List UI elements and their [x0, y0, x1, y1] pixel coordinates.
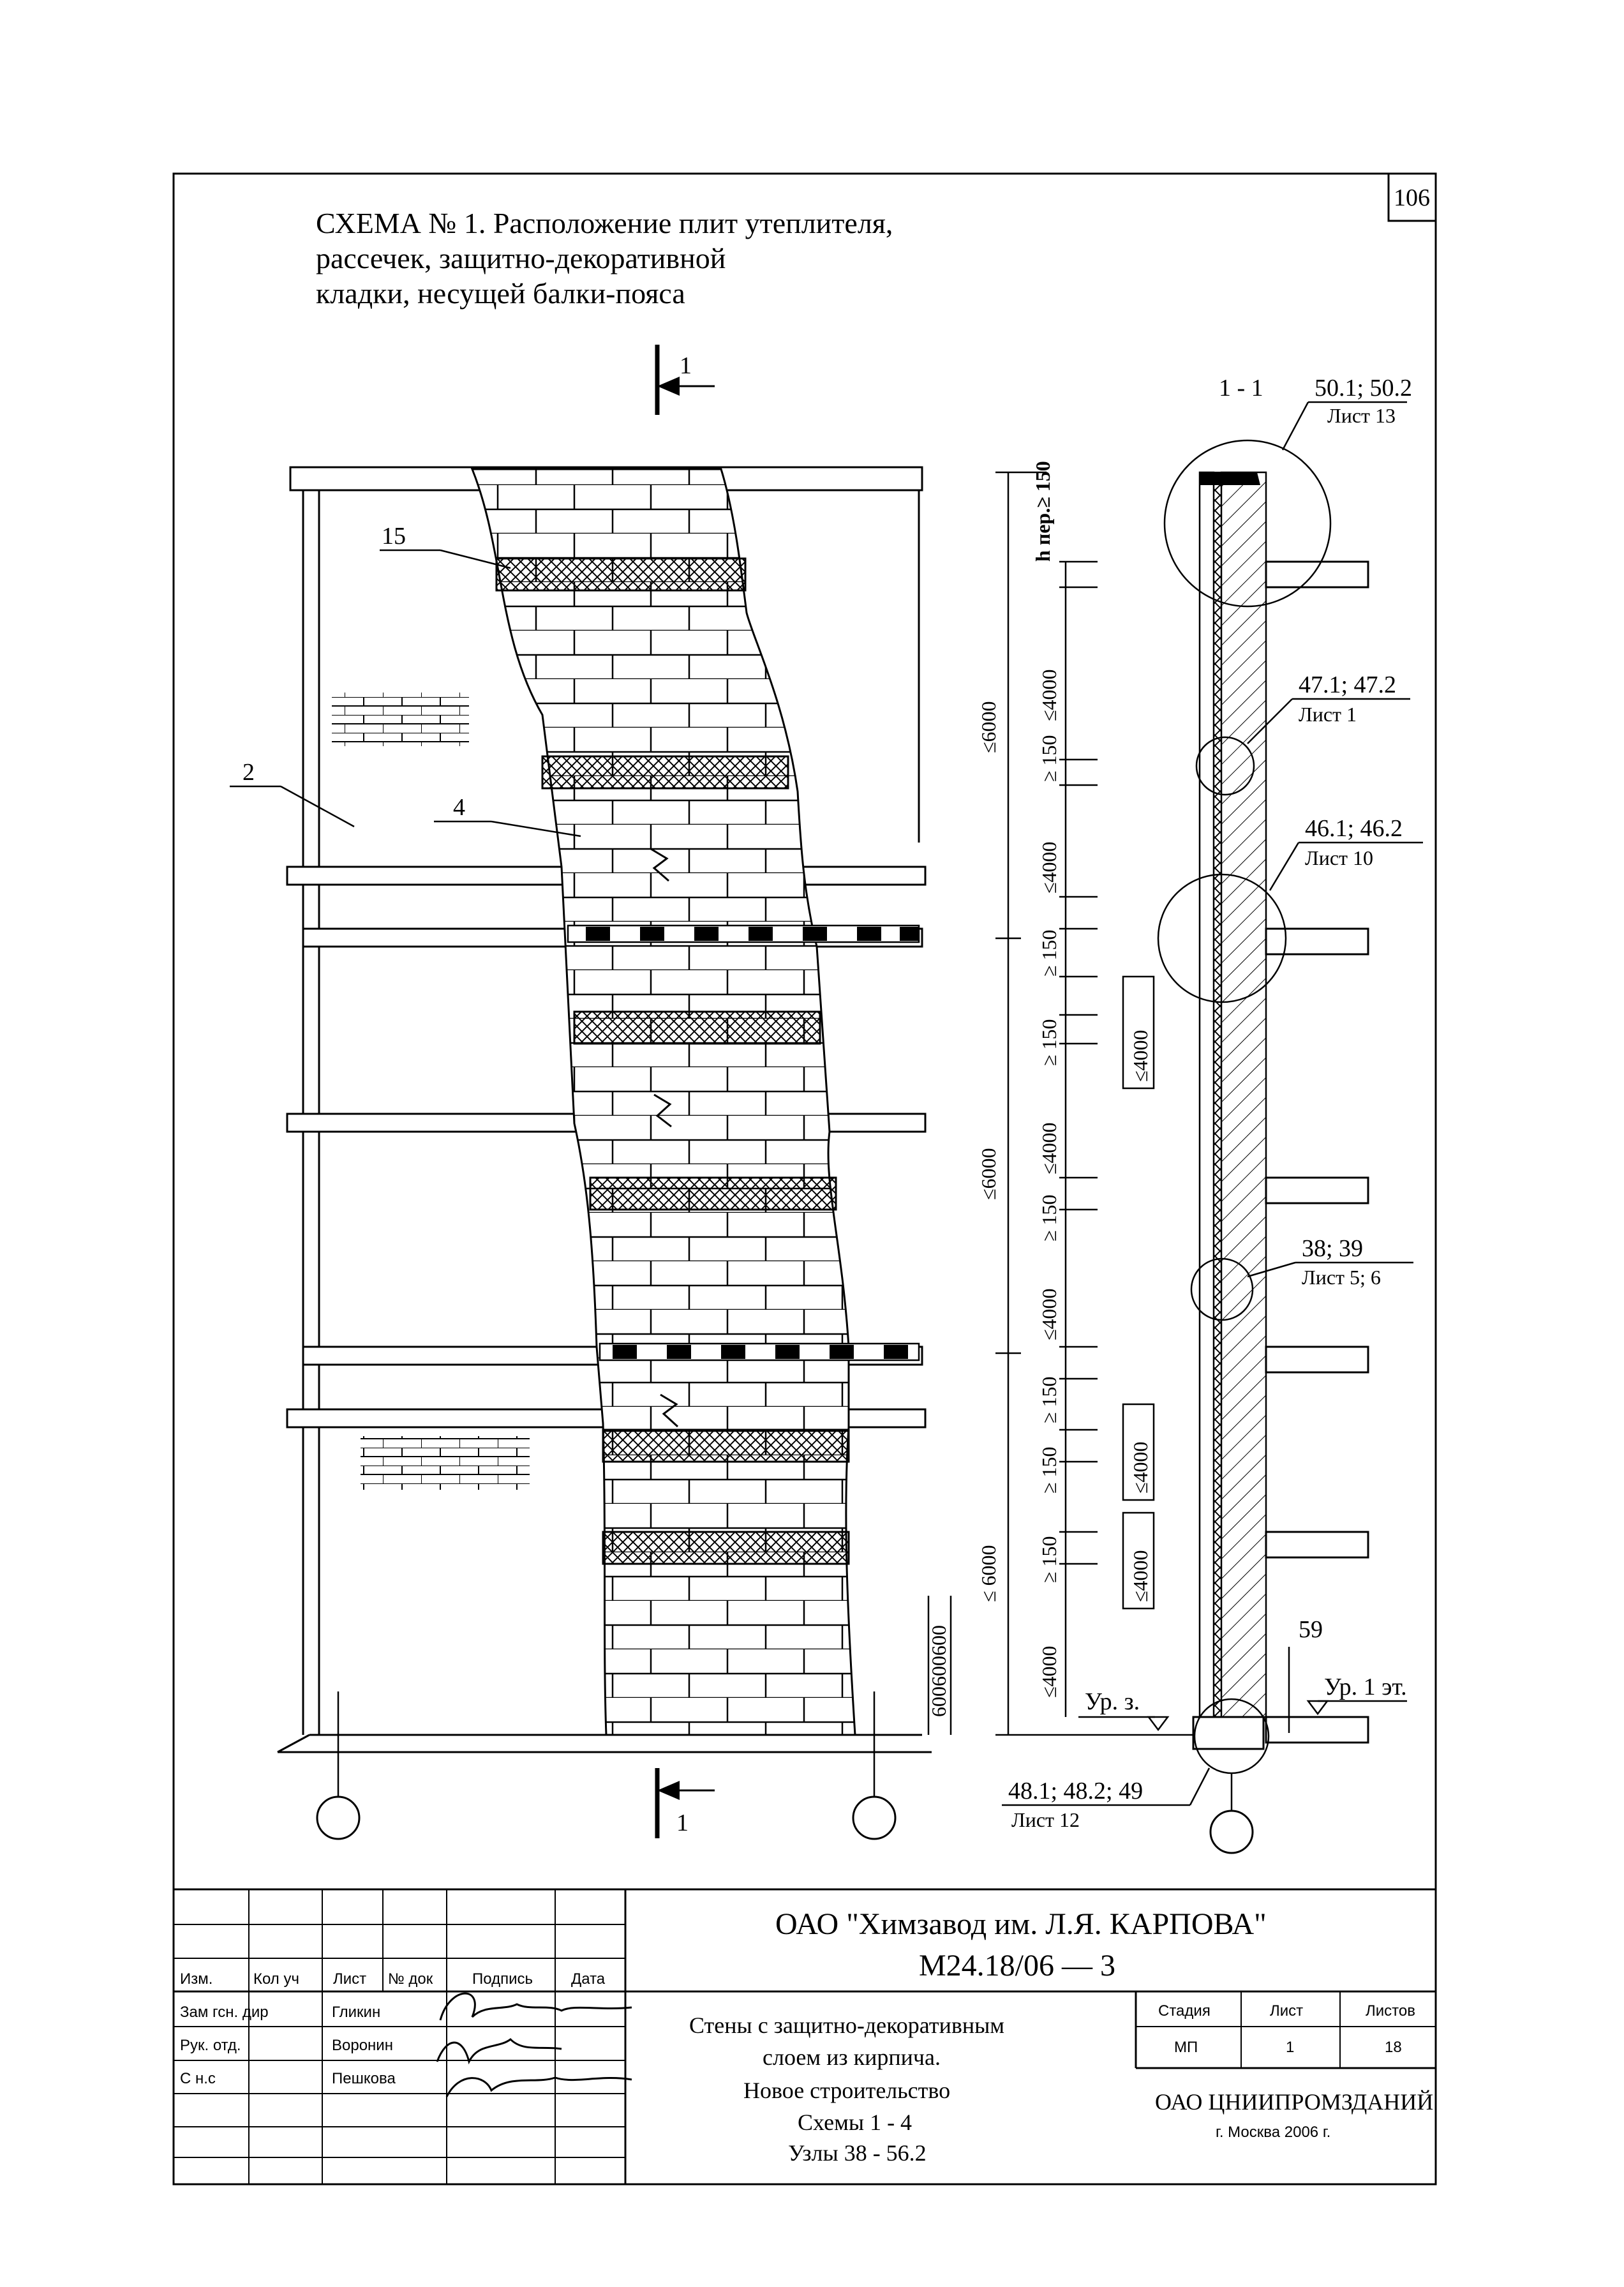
dim-4000-box-2: ≤4000 — [1129, 1441, 1152, 1494]
node-ref-2: 47.1; 47.2 — [1299, 671, 1396, 698]
dim-4000-5: ≤4000 — [1038, 1646, 1061, 1698]
stamp-desc-1: слоем из кирпича. — [763, 2044, 941, 2070]
section-marker-top: 1 — [680, 352, 692, 379]
stamp-stage: МП — [1174, 2039, 1198, 2056]
section-marker-bottom: 1 — [676, 1810, 689, 1836]
facade-elevation: 1 1 600600600 15 2 4 — [230, 345, 952, 1840]
firebreak-strip-lower — [599, 1342, 920, 1361]
node-ref-6: 59 — [1299, 1616, 1323, 1643]
stamp-header-2: Лист — [333, 1970, 366, 1988]
stamp-header-0: Изм. — [180, 1970, 212, 1988]
title-line-3: кладки, несущей балки-пояса — [316, 277, 685, 310]
callout-2: 2 — [242, 759, 255, 786]
dim-4000-1: ≤4000 — [1038, 669, 1061, 721]
firebreak-strip-upper — [567, 924, 920, 943]
dim-150-2: ≥ 150 — [1038, 929, 1061, 977]
dim-4000-3: ≤4000 — [1038, 1122, 1061, 1174]
stamp-name-0: Гликин — [332, 2004, 380, 2021]
stamp-city: г. Москва 2006 г. — [1216, 2124, 1330, 2141]
stamp-header-5: Дата — [571, 1970, 606, 1988]
axis-bubble-left — [316, 1796, 361, 1840]
stamp-sheet: 1 — [1286, 2039, 1294, 2056]
node-ref-1: 50.1; 50.2 — [1315, 375, 1412, 401]
stamp-org: ОАО ЦНИИПРОМЗДАНИЙ — [1155, 2089, 1433, 2115]
node-ref-5: 48.1; 48.2; 49 — [1008, 1778, 1143, 1804]
axis-bubble-right — [852, 1796, 897, 1840]
dim-6000-a: ≤6000 — [977, 701, 1000, 753]
stamp-role-2: С н.с — [180, 2070, 216, 2087]
dim-h-top: h пер.≥ 150 — [1031, 461, 1054, 562]
section-1-1: 1 - 1 50.1; 50.2 Лист 13 47.1; 47.2 Лист… — [1002, 375, 1423, 1854]
dim-4000-2: ≤4000 — [1038, 841, 1061, 894]
page-number-box — [1387, 172, 1437, 222]
signature-1 — [439, 1992, 632, 2021]
stamp-sheets-label: Листов — [1366, 2002, 1415, 2020]
stamp-header-4: Подпись — [472, 1970, 533, 1988]
dim-600: 600600600 — [927, 1625, 950, 1717]
dim-4000-box-3: ≤4000 — [1129, 1550, 1152, 1602]
dim-6000-b: ≤6000 — [977, 1148, 1000, 1200]
stamp-stage-label: Стадия — [1158, 2002, 1211, 2020]
node-sheet-3: Лист 10 — [1305, 846, 1373, 869]
dim-150-1: ≥ 150 — [1038, 735, 1061, 782]
dim-150-5: ≥ 150 — [1038, 1376, 1061, 1423]
dim-6000-c: ≤ 6000 — [977, 1545, 1000, 1602]
stamp-header-3: № док — [388, 1970, 433, 1988]
axis-bubble-section — [1209, 1810, 1254, 1854]
level-floor-1: Ур. 1 эт. — [1324, 1674, 1407, 1700]
node-sheet-5: Лист 12 — [1011, 1808, 1080, 1831]
node-sheet-2: Лист 1 — [1299, 703, 1357, 726]
sheet-frame — [172, 172, 1437, 2186]
stamp-desc-3: Схемы 1 - 4 — [798, 2110, 912, 2135]
dim-150-4: ≥ 150 — [1038, 1194, 1061, 1241]
stamp-desc-2: Новое строительство — [743, 2078, 950, 2103]
title-block: Изм. Кол уч Лист № док Подпись Дата Зам … — [174, 1888, 1436, 2184]
node-ref-4: 38; 39 — [1302, 1235, 1363, 1262]
signature-3 — [445, 2076, 632, 2097]
stamp-name-1: Воронин — [332, 2037, 393, 2054]
dim-150-3: ≥ 150 — [1038, 1019, 1061, 1066]
level-ground: Ур. з. — [1085, 1688, 1140, 1715]
node-ref-3: 46.1; 46.2 — [1305, 815, 1403, 842]
dim-150-6: ≥ 150 — [1038, 1446, 1061, 1494]
dim-4000-4: ≤4000 — [1038, 1288, 1061, 1340]
stamp-company: ОАО "Химзавод им. Л.Я. КАРПОВА" — [775, 1907, 1267, 1941]
stamp-header-1: Кол уч — [253, 1970, 299, 1988]
stamp-name-2: Пешкова — [332, 2070, 396, 2087]
callout-4: 4 — [453, 794, 465, 821]
signature-2 — [436, 2038, 562, 2065]
section-label: 1 - 1 — [1219, 375, 1263, 401]
page-number: 106 — [1394, 184, 1430, 211]
stamp-sheets: 18 — [1385, 2039, 1402, 2056]
node-sheet-1: Лист 13 — [1327, 404, 1396, 427]
stamp-code: М24.18/06 — 3 — [919, 1949, 1115, 1983]
callout-15: 15 — [382, 523, 406, 550]
title-line-1: СХЕМА № 1. Расположение плит утеплителя, — [316, 207, 893, 239]
dimension-chain: h пер.≥ 150 ≤6000 ≤6000 ≤ 6000 ≤4000 ≥ 1… — [977, 461, 1212, 1736]
dim-4000-box-1: ≤4000 — [1129, 1030, 1152, 1082]
stamp-role-1: Рук. отд. — [180, 2037, 241, 2054]
stamp-desc-4: Узлы 38 - 56.2 — [788, 2140, 927, 2166]
stamp-desc-0: Стены с защитно-декоративным — [689, 2013, 1004, 2038]
stamp-sheet-label: Лист — [1270, 2002, 1303, 2020]
stamp-role-0: Зам гсн. дир — [180, 2004, 269, 2021]
dim-150-7: ≥ 150 — [1038, 1536, 1061, 1583]
node-sheet-4: Лист 5; 6 — [1302, 1266, 1381, 1289]
title-line-2: рассечек, защитно-декоративной — [316, 242, 726, 274]
